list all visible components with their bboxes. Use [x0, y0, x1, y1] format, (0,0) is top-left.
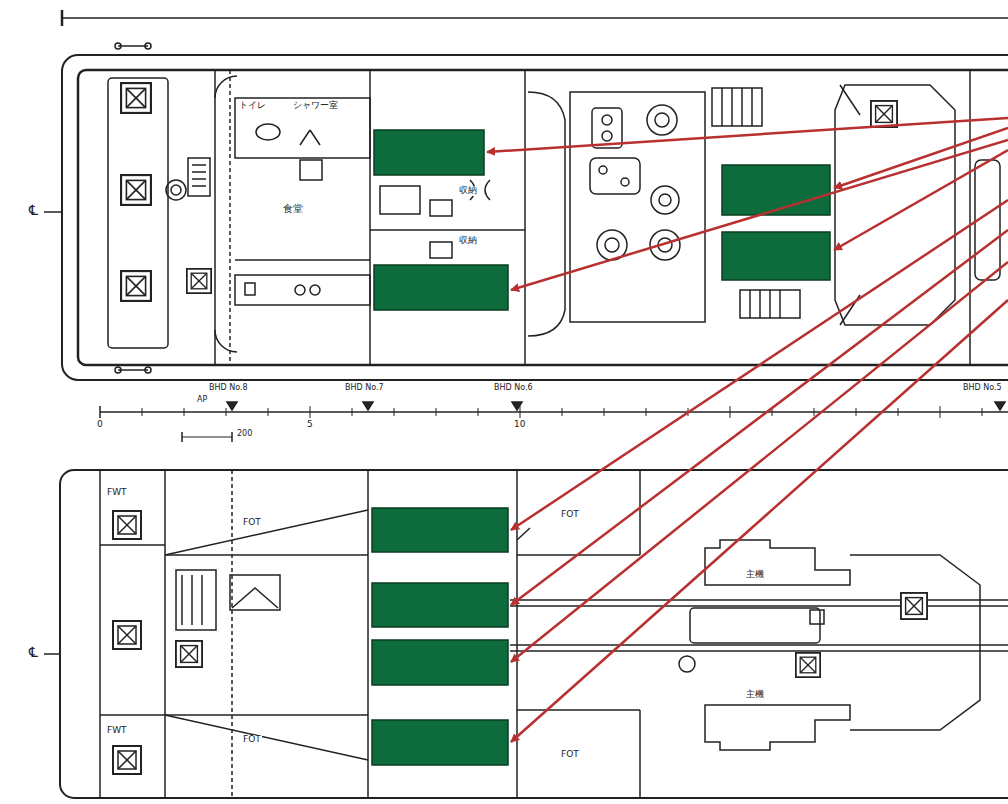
dimension: 200 [236, 430, 253, 439]
room-name: トイレ [238, 101, 267, 111]
tank-label: FOT [560, 750, 580, 760]
scale-number: 0 [96, 420, 104, 430]
room-name: 収納 [458, 186, 478, 196]
frame-label: BHD No.5 [962, 384, 1003, 393]
tank-label: FOT [242, 735, 262, 745]
machinery-label: 主機 [745, 570, 765, 580]
scale-number: 5 [306, 420, 314, 430]
room-name: 収納 [458, 236, 478, 246]
centerline-mark: ℄ [28, 203, 39, 218]
machinery-label: 主機 [745, 690, 765, 700]
tank-label: FOT [242, 518, 262, 528]
room-name: 食堂 [282, 203, 304, 214]
frame-label: BHD No.7 [344, 384, 385, 393]
tank-label: FWT [106, 726, 128, 736]
room-name: シャワー室 [292, 101, 339, 111]
tank-label: FOT [560, 510, 580, 520]
scale-number: 10 [513, 420, 526, 430]
centerline-mark: ℄ [28, 645, 39, 660]
frame-label: BHD No.6 [493, 384, 534, 393]
datum-label: AP [196, 396, 208, 405]
tank-label: FWT [106, 488, 128, 498]
frame-label: BHD No.8 [208, 384, 249, 393]
